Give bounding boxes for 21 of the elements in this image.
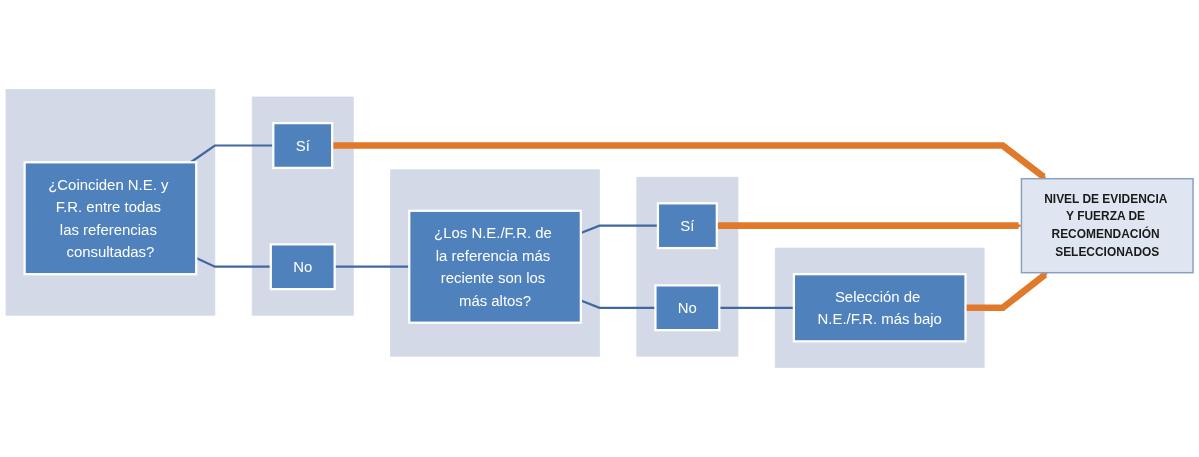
connector (334, 265, 410, 268)
node-box: Sí (272, 122, 334, 169)
arrow (965, 271, 1048, 312)
node-box: ¿Coinciden N.E. y F.R. entre todas las referencias consultadas? (23, 161, 198, 276)
node-box: ¿Los N.E./F.R. de la referencia más reciente son los más altos? (408, 209, 582, 324)
node-box: Sí (656, 202, 718, 250)
cluster (774, 247, 985, 368)
connector (719, 306, 794, 309)
cluster (636, 176, 739, 357)
cluster (5, 89, 216, 316)
node-box: No (654, 284, 721, 332)
node-box: No (269, 243, 336, 291)
connector (580, 224, 658, 235)
node-box: Selección de N.E./F.R. más bajo (792, 273, 967, 343)
connector (580, 299, 656, 309)
arrow (716, 222, 1022, 230)
arrow (332, 142, 1047, 180)
node-box: NIVEL DE EVIDENCIA Y FUERZA DE RECOMENDACIÓN SELECCIONADOS (1020, 177, 1194, 274)
cluster (390, 169, 600, 357)
connector (190, 144, 274, 164)
cluster (251, 96, 354, 316)
